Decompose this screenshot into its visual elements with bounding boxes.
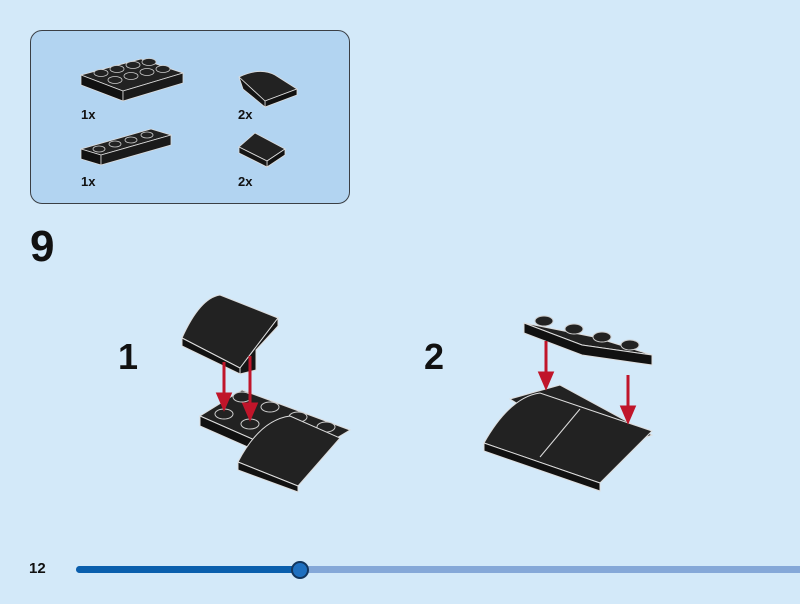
- progress-fill: [76, 566, 301, 573]
- step-number: 9: [30, 222, 55, 271]
- plate-2x4-icon: [79, 58, 185, 102]
- curved-slope-icon: [238, 71, 298, 108]
- substep-1-illustration: [181, 294, 352, 493]
- part-qty: 1x: [81, 174, 96, 189]
- page-number: 12: [29, 560, 46, 577]
- plate-1x4-icon: [79, 128, 173, 166]
- substep-2-illustration: [483, 315, 654, 492]
- substep-number: 1: [118, 336, 139, 377]
- progress-marker: [291, 561, 310, 579]
- parts-list-box: 1x 2x 1x 2x: [30, 30, 350, 204]
- part-qty: 2x: [238, 174, 253, 189]
- progress-bar: [76, 561, 800, 579]
- substep-number: 2: [424, 336, 445, 377]
- part-qty: 2x: [238, 107, 253, 122]
- part-qty: 1x: [81, 107, 96, 122]
- slope-icon: [238, 132, 286, 168]
